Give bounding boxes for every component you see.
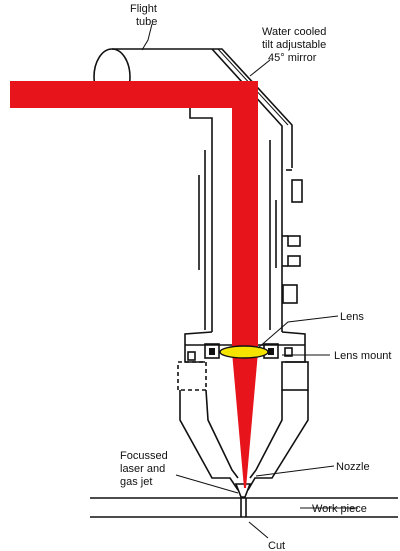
label-focus-line2: laser and <box>120 463 165 475</box>
column-body <box>189 105 303 332</box>
label-lens: Lens <box>340 311 364 323</box>
work-piece <box>90 497 398 518</box>
leader-lines <box>141 23 358 539</box>
label-focus-line1: Focussed <box>120 450 168 462</box>
beam-vertical <box>232 100 258 352</box>
labels: Flight tube Water cooled tilt adjustable… <box>120 3 391 551</box>
label-flight-tube-line2: tube <box>136 16 157 28</box>
label-focus-line3: gas jet <box>120 476 152 488</box>
beam-horizontal <box>10 81 258 108</box>
label-mirror-line2: tilt adjustable <box>262 39 326 51</box>
label-mirror-line1: Water cooled <box>262 26 326 38</box>
label-mirror-line3: 45° mirror <box>268 52 317 64</box>
label-lens-mount: Lens mount <box>334 350 391 362</box>
label-work-piece: Work piece <box>312 503 367 515</box>
lens-element <box>219 345 269 359</box>
label-nozzle: Nozzle <box>336 461 370 473</box>
label-cut: Cut <box>268 540 285 551</box>
laser-beam <box>10 81 258 488</box>
label-flight-tube-line1: Flight <box>130 3 157 15</box>
beam-focus-cone <box>232 352 258 488</box>
